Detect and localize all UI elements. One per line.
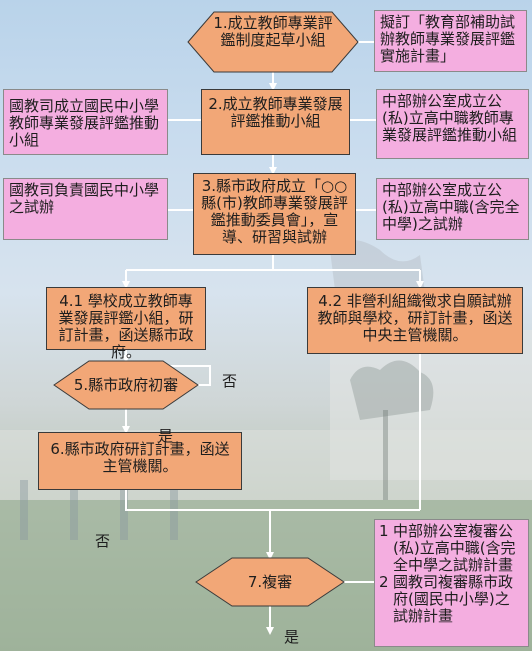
step7-diamond [195, 557, 345, 607]
step5-yes-label: 是 [158, 427, 174, 445]
note7-item-1-num: 1 [379, 522, 389, 540]
note7-item-2: 2 國教司複審縣市政府(國民中小學)之試辦計畫 [379, 574, 524, 625]
step1-hexagon [187, 11, 359, 73]
step7-yes-label: 是 [284, 628, 300, 646]
step6-box: 6.縣市政府研訂計畫，函送主管機關。 [38, 432, 242, 490]
note2-right: 中部辦公室成立公(私)立高中職教師專業發展評鑑推動小組 [376, 89, 529, 159]
step7-no-label: 否 [95, 532, 111, 550]
note7-item-2-num: 2 [379, 573, 389, 591]
step5-diamond [53, 360, 199, 410]
step42-box: 4.2 非營利組織徵求自願試辦教師與學校，研訂計畫，函送中央主管機關。 [307, 287, 523, 354]
step1-label: 1.成立教師專業評鑑制度起草小組 [213, 14, 333, 49]
note2-left: 國教司成立國民中小學教師專業發展評鑑推動小組 [3, 89, 168, 155]
note7-item-2-text: 國教司複審縣市政府(國民中小學)之試辦計畫 [393, 573, 514, 625]
note7-right: 1 中部辦公室複審公(私)立高中職(含完全中學之試辦計畫 2 國教司複審縣市政府… [374, 519, 529, 647]
step7-label: 7.複審 [247, 573, 293, 591]
step5-label: 5.縣市政府初審 [73, 376, 179, 394]
edge-step3-branch [126, 255, 420, 271]
step3-box: 3.縣市政府成立「○○縣(市)教師專業發展評鑑推動委員會」，宣導、研習與試辦 [193, 173, 356, 255]
note7-list: 1 中部辦公室複審公(私)立高中職(含完全中學之試辦計畫 2 國教司複審縣市政府… [379, 523, 524, 625]
note3-left: 國教司負責國民中小學之試辦 [3, 178, 168, 240]
note3-right: 中部辦公室成立公(私)立高中職(含完全中學)之試辦 [376, 178, 529, 240]
note1-right: 擬訂「教育部補助試辦教師專業發展評鑑實施計畫」 [374, 10, 527, 72]
note7-item-1: 1 中部辦公室複審公(私)立高中職(含完全中學之試辦計畫 [379, 523, 524, 574]
step41-box: 4.1 學校成立教師專業發展評鑑小組，研訂計畫，函送縣市政府。 [46, 287, 206, 361]
step5-no-label: 否 [222, 372, 238, 390]
note7-item-1-text: 中部辦公室複審公(私)立高中職(含完全中學之試辦計畫 [393, 522, 516, 574]
edge-step6-step7 [125, 490, 274, 560]
step2-box: 2.成立教師專業發展評鑑推動小組 [201, 89, 350, 155]
edge-step5-loop [133, 365, 211, 386]
